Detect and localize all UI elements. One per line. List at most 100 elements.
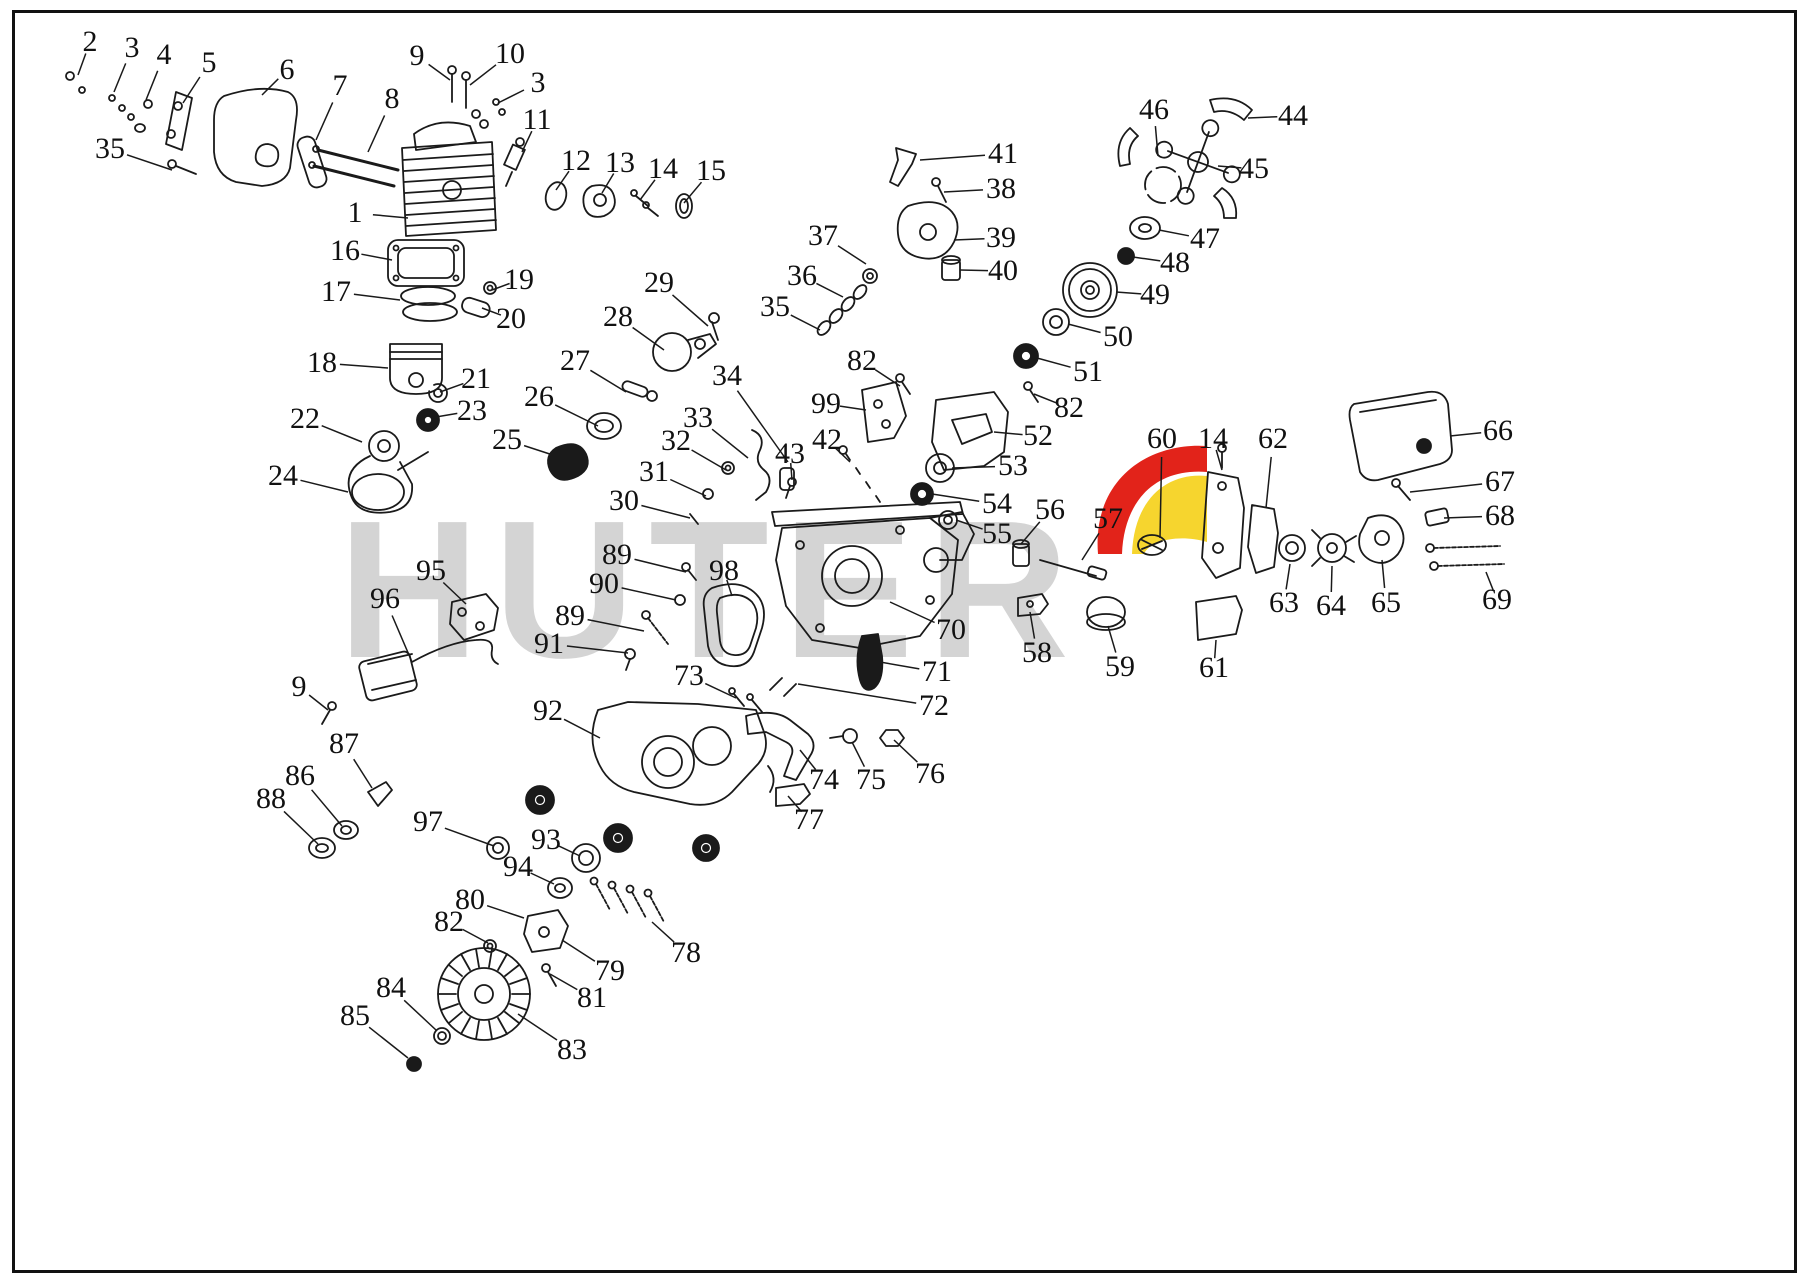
part-label-57: 57 xyxy=(1093,502,1123,535)
part-label-63: 63 xyxy=(1269,586,1299,619)
part-screw-35a xyxy=(167,159,197,175)
part-piston-pin xyxy=(461,281,497,319)
part-label-83: 83 xyxy=(557,1033,587,1066)
part-circlip xyxy=(428,383,448,403)
part-label-72: 72 xyxy=(919,689,949,722)
part-brake-cover xyxy=(931,381,1039,471)
part-piston xyxy=(389,343,443,395)
part-label-94: 94 xyxy=(503,850,533,883)
part-muffler-small-parts xyxy=(544,181,693,219)
part-label-7: 7 xyxy=(332,69,348,102)
part-label-33: 33 xyxy=(683,401,713,434)
leader-line-34 xyxy=(736,390,789,463)
leader-line-91 xyxy=(566,645,629,654)
part-label-29: 29 xyxy=(644,266,674,299)
leader-line-51 xyxy=(1036,357,1071,368)
part-label-44: 44 xyxy=(1278,99,1308,132)
leader-line-38 xyxy=(943,189,984,193)
part-label-58: 58 xyxy=(1022,636,1052,669)
leader-line-16 xyxy=(361,253,393,261)
part-intake-cluster xyxy=(547,312,720,481)
part-label-67: 67 xyxy=(1485,465,1515,498)
leader-line-72 xyxy=(797,683,917,704)
leader-line-62 xyxy=(1265,456,1272,509)
leader-line-63 xyxy=(1285,563,1291,590)
leader-line-71 xyxy=(879,661,920,670)
leader-line-29 xyxy=(672,294,709,327)
part-label-51: 51 xyxy=(1073,355,1103,388)
part-starter-bracket xyxy=(165,91,193,151)
part-piston-rings xyxy=(400,286,458,322)
part-label-68: 68 xyxy=(1485,499,1515,532)
leader-line-83 xyxy=(517,1013,558,1041)
part-washers-bottom-left xyxy=(308,781,393,859)
leader-line-3 xyxy=(113,63,127,93)
leader-line-8 xyxy=(367,115,386,153)
part-label-25: 25 xyxy=(492,423,522,456)
leader-line-35 xyxy=(126,154,173,171)
leader-line-80 xyxy=(486,904,525,919)
part-label-79: 79 xyxy=(595,954,625,987)
part-label-97: 97 xyxy=(413,805,443,838)
part-label-4: 4 xyxy=(156,38,172,71)
part-muffler-gasket xyxy=(296,135,328,189)
part-label-3: 3 xyxy=(530,66,546,99)
part-label-70: 70 xyxy=(936,613,966,646)
leader-line-68 xyxy=(1443,515,1483,519)
leader-line-50 xyxy=(1067,323,1101,334)
part-label-36: 36 xyxy=(787,259,817,292)
leader-line-30 xyxy=(641,504,691,519)
part-tank-hardware xyxy=(1391,478,1505,571)
leader-line-48 xyxy=(1132,256,1161,262)
part-label-82: 82 xyxy=(1054,391,1084,424)
part-label-14: 14 xyxy=(648,152,678,185)
part-needle-bearing xyxy=(416,408,440,432)
part-label-84: 84 xyxy=(376,971,406,1004)
part-label-35: 35 xyxy=(760,290,790,323)
part-label-28: 28 xyxy=(603,300,633,333)
part-label-62: 62 xyxy=(1258,422,1288,455)
part-label-3: 3 xyxy=(124,31,140,64)
part-label-9: 9 xyxy=(409,39,425,72)
leader-line-39 xyxy=(953,237,985,241)
leader-line-24 xyxy=(300,479,349,493)
part-label-85: 85 xyxy=(340,999,370,1032)
part-clutch-assembly xyxy=(1117,97,1253,219)
part-clutch-washers xyxy=(910,453,1108,581)
part-label-14: 14 xyxy=(1198,422,1228,455)
leader-line-41 xyxy=(919,154,986,161)
part-manifold-cluster xyxy=(689,429,881,525)
part-label-24: 24 xyxy=(268,459,298,492)
part-label-8: 8 xyxy=(384,82,400,115)
part-label-82: 82 xyxy=(847,344,877,377)
part-guide-plate xyxy=(861,373,911,443)
part-label-26: 26 xyxy=(524,380,554,413)
leader-line-69 xyxy=(1485,571,1494,591)
part-label-61: 61 xyxy=(1199,651,1229,684)
leader-line-5 xyxy=(182,76,201,104)
part-label-92: 92 xyxy=(533,694,563,727)
part-label-49: 49 xyxy=(1140,278,1170,311)
part-label-69: 69 xyxy=(1482,583,1512,616)
part-label-59: 59 xyxy=(1105,650,1135,683)
leader-line-84 xyxy=(403,999,437,1031)
leader-line-49 xyxy=(1115,291,1142,295)
part-label-34: 34 xyxy=(712,359,742,392)
leader-line-89 xyxy=(634,558,687,573)
leader-line-57 xyxy=(1081,532,1100,561)
leader-line-88 xyxy=(283,810,319,845)
leader-line-54 xyxy=(931,493,980,503)
leader-line-93 xyxy=(557,844,581,857)
part-label-45: 45 xyxy=(1239,152,1269,185)
part-label-73: 73 xyxy=(674,659,704,692)
part-spark-plug xyxy=(503,137,526,187)
leader-line-44 xyxy=(1247,115,1278,119)
part-ignition-coil-wire xyxy=(321,638,499,725)
leader-line-15 xyxy=(683,181,703,204)
part-label-10: 10 xyxy=(495,37,525,70)
part-label-71: 71 xyxy=(922,655,952,688)
part-label-39: 39 xyxy=(986,221,1016,254)
leader-line-81 xyxy=(549,973,578,991)
part-flywheel xyxy=(437,947,531,1041)
leader-line-97 xyxy=(444,827,495,847)
